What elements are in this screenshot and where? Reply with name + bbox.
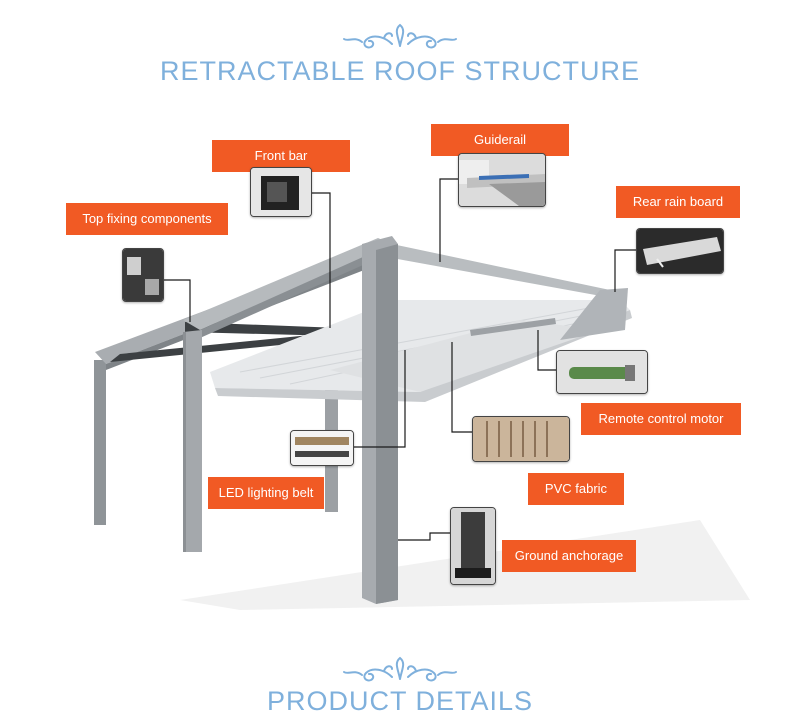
- ground-anchorage-photo: [450, 507, 496, 585]
- label-pvc-fabric: PVC fabric: [528, 473, 624, 505]
- section-title: PRODUCT DETAILS: [0, 686, 800, 717]
- label-rear-rain-board: Rear rain board: [616, 186, 740, 218]
- top-fixing-photo: [122, 248, 164, 302]
- label-ground-anchorage: Ground anchorage: [502, 540, 636, 572]
- label-remote-motor: Remote control motor: [581, 403, 741, 435]
- label-guiderail: Guiderail: [431, 124, 569, 156]
- right-beam: [392, 244, 612, 298]
- front-bar-photo: [250, 167, 312, 217]
- guiderail-photo: [458, 153, 546, 207]
- label-led-belt: LED lighting belt: [208, 477, 324, 509]
- label-top-fixing: Top fixing components: [66, 203, 228, 235]
- flourish-ornament-icon: [340, 655, 460, 683]
- motor-photo: [556, 350, 648, 394]
- led-belt-photo: [290, 430, 354, 466]
- rear-rain-board-photo: [636, 228, 724, 274]
- pvc-fabric-photo: [472, 416, 570, 462]
- rear-left-column: [94, 360, 106, 525]
